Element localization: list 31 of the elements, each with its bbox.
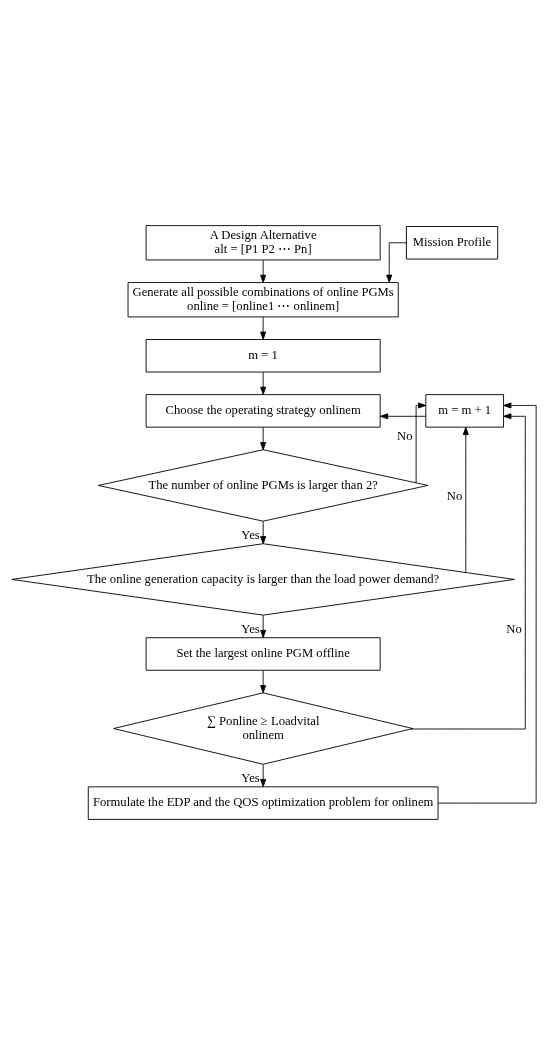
- node-diamond: The online generation capacity is larger than the load power demand?: [11, 542, 515, 616]
- arrow: [260, 520, 267, 544]
- arrow: [386, 241, 407, 283]
- arrow: [380, 412, 427, 419]
- arrow: [260, 669, 267, 693]
- node-box: Mission Profile: [405, 225, 499, 259]
- arrow: [260, 763, 267, 787]
- node-box: m = m + 1: [425, 393, 504, 428]
- node-box: Choose the operating strategy onlinem: [145, 393, 381, 428]
- arrow: [260, 614, 267, 638]
- edge-label: No: [446, 488, 463, 503]
- node-box: Generate all possible combinations of online PGMs online = [online1 ⋯ onlinem]: [127, 281, 399, 317]
- node-box: Formulate the EDP and the QOS optimization problem for onlinem: [87, 785, 439, 820]
- node-box: m = 1: [145, 338, 381, 372]
- arrow: [415, 402, 427, 483]
- arrow: [462, 426, 469, 573]
- arrow: [437, 402, 537, 804]
- arrow: [260, 316, 267, 340]
- arrow: [260, 259, 267, 283]
- edge-label: Yes: [241, 527, 260, 542]
- node-diamond: ∑ Ponline ≥ Loadvital onlinem: [113, 691, 414, 765]
- node-box: Set the largest online PGM offline: [145, 636, 381, 671]
- arrow: [260, 371, 267, 395]
- edge-label: No: [506, 621, 522, 636]
- edge-label: Yes: [241, 770, 260, 785]
- node-box: A Design Alternative alt = [P1 P2 ⋯ Pn]: [145, 224, 381, 260]
- edge-label: Yes: [241, 621, 260, 636]
- arrow: [410, 412, 526, 729]
- arrow: [260, 426, 267, 450]
- node-diamond: The number of online PGMs is larger than 2?: [97, 448, 429, 522]
- edge-label: No: [397, 428, 413, 443]
